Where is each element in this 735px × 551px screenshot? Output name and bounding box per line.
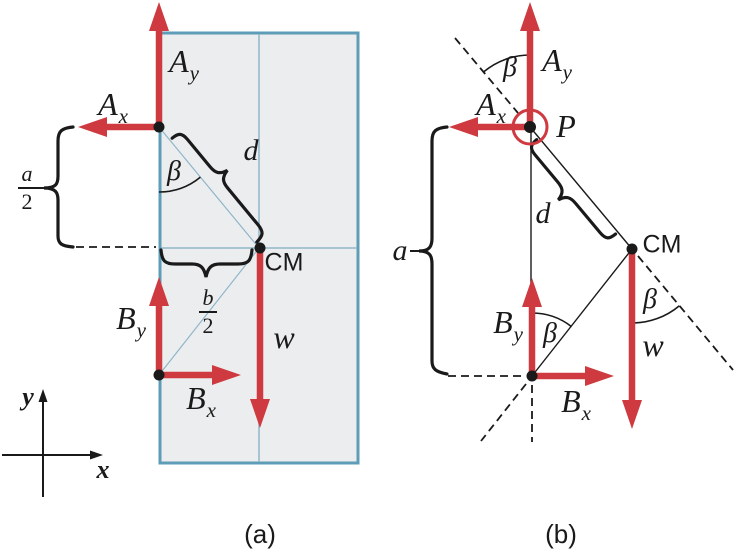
label-By-a: By (116, 300, 146, 341)
force-By-arrowhead-b (522, 278, 542, 307)
panel-b-drawing (410, 2, 734, 442)
beta-angle-arc-top (483, 54, 531, 73)
label-beta-cm-b: β (643, 284, 657, 315)
d-brace-b (529, 138, 618, 240)
label-Bx-b-main: B (561, 383, 581, 419)
hinge-point-B (153, 369, 165, 381)
label-By-a-main: B (116, 300, 136, 336)
cm-point-b (626, 243, 638, 255)
beta-angle-arc-cm (631, 305, 680, 324)
half-height-brace (43, 125, 75, 249)
label-Ay-b: Ay (542, 42, 572, 83)
label-d-a: d (243, 134, 259, 167)
coordinate-axes (2, 389, 103, 497)
pivot-circle-P (511, 108, 549, 146)
force-Ay-arrowhead-a (149, 2, 169, 31)
label-Ax-a-sub: x (118, 104, 128, 128)
label-By-b-main: B (493, 304, 513, 340)
dashed-extension-above-P (454, 37, 519, 114)
point-B-b (526, 370, 538, 382)
half-width-fraction-bar (199, 311, 217, 313)
diagonal-hingeA-to-cm (158, 126, 260, 249)
label-By-b: By (493, 304, 523, 345)
label-Ax-a: Ax (98, 86, 128, 127)
label-height-a: a (392, 234, 408, 267)
panel-b-dashed-lines (448, 37, 734, 442)
half-height-denominator: 2 (21, 189, 33, 214)
label-pivot-P: P (556, 108, 576, 144)
label-beta-a: β (167, 156, 181, 187)
cm-point-a (254, 242, 266, 254)
hinge-point-A (153, 121, 165, 133)
label-Ay-b-main: A (542, 42, 562, 78)
label-Ax-b: Ax (476, 86, 506, 127)
label-Bx-b-sub: x (581, 401, 591, 425)
label-cm-b: CM (642, 230, 682, 259)
label-half-height-fraction: a 2 (18, 163, 36, 213)
half-width-numerator: b (202, 285, 214, 310)
d-brace-b-group (529, 138, 618, 240)
dashed-extension-below-B (480, 383, 527, 442)
label-Ax-a-main: A (98, 86, 118, 122)
y-axis-arrowhead (38, 389, 48, 402)
panel-b-forces (449, 2, 642, 429)
label-Bx-a-main: B (186, 380, 206, 416)
label-weight-a: w (273, 319, 295, 355)
label-Ax-b-sub: x (496, 104, 506, 128)
caption-panel-a: (a) (244, 519, 276, 549)
half-width-brace (159, 248, 254, 278)
force-weight-arrowhead-b (622, 400, 642, 429)
force-Bx-arrowhead-a (212, 365, 241, 385)
panel-a-drawing (2, 2, 360, 497)
label-Ay-a: Ay (169, 43, 199, 84)
line-B-to-cm (531, 248, 633, 377)
label-By-a-sub: y (136, 318, 146, 342)
half-height-fraction-bar (18, 187, 36, 189)
force-Ay-arrowhead-b (520, 2, 540, 31)
x-axis-arrowhead (90, 450, 103, 460)
force-Ax-arrowhead-b (449, 117, 478, 137)
label-beta-top-b: β (503, 52, 517, 83)
half-height-numerator: a (21, 161, 33, 186)
beta-angle-arc-a (158, 176, 201, 193)
label-half-width-fraction: b 2 (199, 287, 217, 337)
panel-a-forces (78, 2, 270, 428)
caption-panel-b: (b) (545, 519, 577, 549)
force-weight-arrowhead-a (250, 399, 270, 428)
label-beta-B-b: β (543, 318, 557, 349)
force-Ax-arrowhead-a (78, 117, 107, 137)
label-Ay-b-sub: y (562, 60, 572, 84)
label-cm-a: CM (264, 248, 304, 277)
d-brace-a-group (170, 132, 264, 244)
label-By-b-sub: y (513, 322, 523, 346)
d-brace-a (170, 132, 264, 244)
label-Bx-a: Bx (186, 380, 216, 421)
label-Bx-a-sub: x (206, 398, 216, 422)
label-d-b: d (535, 197, 551, 230)
label-Bx-b: Bx (561, 383, 591, 424)
dashed-extension-below-cm (637, 255, 734, 371)
y-axis-label: y (22, 382, 34, 411)
height-a-brace (418, 125, 449, 376)
label-weight-b: w (642, 327, 664, 363)
x-axis-label: x (96, 455, 110, 484)
pivot-point-P (524, 121, 536, 133)
half-width-denominator: 2 (202, 313, 214, 338)
label-Ax-b-main: A (476, 86, 496, 122)
line-P-to-cm (529, 126, 633, 250)
force-Bx-arrowhead-b (585, 366, 614, 386)
label-Ay-a-main: A (169, 43, 189, 79)
label-Ay-a-sub: y (189, 61, 199, 85)
force-By-arrowhead-a (149, 277, 169, 306)
